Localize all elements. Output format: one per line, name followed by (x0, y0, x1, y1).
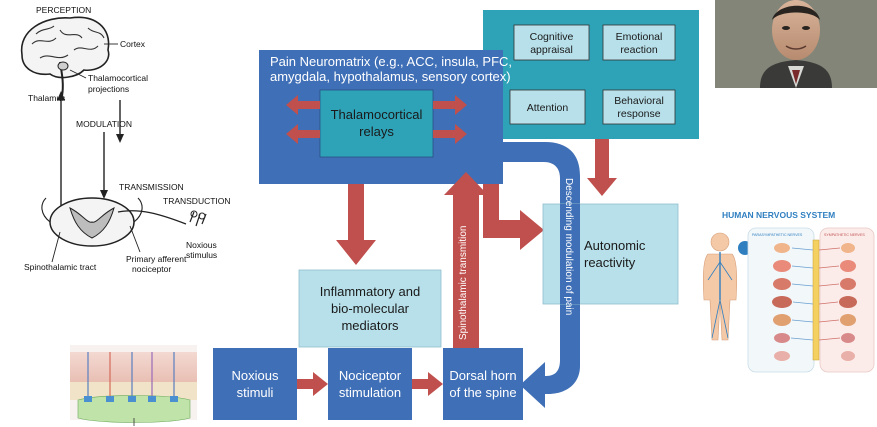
neuromatrix-to-inflammatory-arrow (336, 184, 376, 265)
modulation-label: MODULATION (76, 119, 132, 129)
inflammatory-label-2: bio-molecular (331, 301, 410, 316)
noxious-to-nociceptor-arrow (297, 372, 328, 396)
nociceptor-to-dorsal-arrow (412, 372, 443, 396)
neuromatrix-to-autonomic-arrow (483, 184, 544, 250)
noxious-stimuli-label-1: Noxious (232, 368, 279, 383)
parasympathetic-label: PARASYMPATHETIC NERVES (752, 233, 803, 237)
descending-modulation-label: Descending modulation of pain (563, 178, 574, 315)
autonomic-label-1: Autonomic (584, 238, 646, 253)
neuromatrix-title-2: amygdala, hypothalamus, sensory cortex) (270, 69, 511, 84)
portrait-photo (715, 0, 877, 88)
autonomic-label-2: reactivity (584, 255, 636, 270)
thalamocortical-relays-box (319, 89, 434, 158)
emotional-reaction-label-1: Emotional (616, 31, 663, 43)
primary-afferent-label-1: Primary afferent (126, 254, 187, 264)
attention-box (509, 89, 586, 125)
spinothalamic-arrow (444, 172, 488, 348)
behavioral-response-label-1: Behavioral (614, 95, 664, 107)
perception-label: PERCEPTION (36, 5, 91, 15)
dorsal-horn-label-1: Dorsal horn (449, 368, 516, 383)
spinal-cord-icon (41, 197, 207, 247)
cognitive-appraisal-box (513, 24, 590, 61)
nervous-system-title: HUMAN NERVOUS SYSTEM (722, 210, 835, 220)
skin-receptor-illustration (70, 345, 197, 426)
dorsal-horn-box (443, 348, 523, 420)
sympathetic-label: SYMPATHETIC NERVES (824, 233, 865, 237)
cortex-label: Cortex (120, 39, 146, 49)
inflammatory-mediators-box (298, 269, 442, 348)
behavioral-response-label-2: response (617, 108, 660, 120)
nociceptor-stimulation-label-2: stimulation (339, 385, 401, 400)
thalamocortical-relays-label-1: Thalamocortical (331, 107, 423, 122)
spinothalamic-tract-label: Spinothalamic tract (24, 262, 97, 272)
transduction-label: TRANSDUCTION (163, 196, 231, 206)
cognitive-to-autonomic-arrow (587, 139, 617, 196)
behavioral-response-box (602, 89, 676, 125)
brain-icon (20, 16, 110, 97)
thalamocortical-relays-label-2: relays (359, 124, 394, 139)
thalamocortical-projections-label-2: projections (88, 84, 129, 94)
spinothalamic-label: Spinothalamic transmition (458, 226, 469, 341)
cognitive-appraisal-label-2: appraisal (530, 44, 573, 56)
nociceptor-stimulation-box (328, 348, 412, 420)
cognitive-appraisal-label-1: Cognitive (530, 31, 574, 43)
dorsal-horn-label-2: of the spine (449, 385, 516, 400)
thalamus-label: Thalamus (28, 93, 65, 103)
emotional-reaction-box (602, 24, 676, 61)
noxious-stimuli-label-2: stimuli (237, 385, 274, 400)
nervous-system-illustration: HUMAN NERVOUS SYSTEM PARASYMPATHETIC NER… (702, 210, 875, 373)
emotional-reaction-label-2: reaction (620, 44, 658, 56)
thalamocortical-projections-label-1: Thalamocortical (88, 73, 148, 83)
nociceptor-stimulation-label-1: Nociceptor (339, 368, 402, 383)
inflammatory-label-1: Inflammatory and (320, 284, 420, 299)
relay-right-arrows (433, 95, 467, 144)
noxious-stimulus-label-1: Noxious (186, 240, 217, 250)
attention-label: Attention (527, 102, 569, 114)
inflammatory-label-3: mediators (341, 318, 399, 333)
anatomy-illustration: PERCEPTION Cortex Thalamocortical projec… (20, 5, 231, 274)
noxious-stimulus-label-2: stimulus (186, 250, 217, 260)
noxious-stimuli-box (213, 348, 297, 420)
descending-modulation-overlay (560, 204, 580, 304)
neuromatrix-title-1: Pain Neuromatrix (e.g., ACC, insula, PFC… (270, 54, 512, 69)
primary-afferent-label-2: nociceptor (132, 264, 171, 274)
relay-left-arrows (286, 95, 320, 144)
transmission-label: TRANSMISSION (119, 182, 184, 192)
